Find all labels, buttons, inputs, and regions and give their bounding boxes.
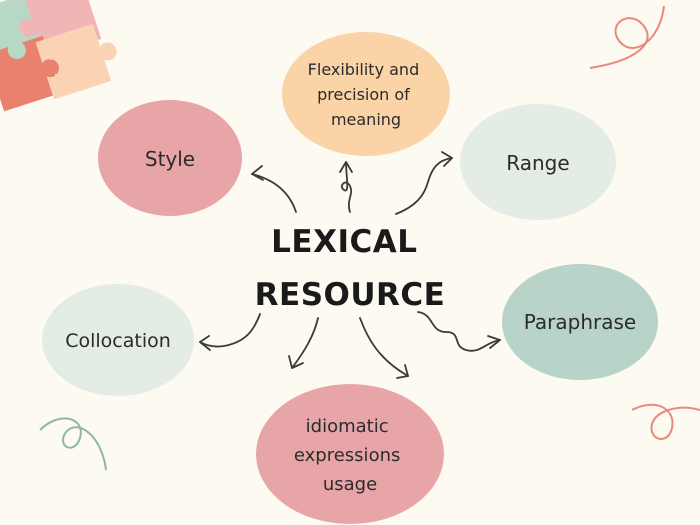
center-title-line-1: LEXICAL <box>271 224 417 260</box>
node-idiomatic-line-1: idiomatic <box>306 416 389 437</box>
node-paraphrase-label: Paraphrase <box>524 310 636 334</box>
arrow-to-flexibility <box>339 161 353 213</box>
arrow-to-collocation <box>199 313 261 351</box>
puzzle-pieces-icon <box>0 0 117 112</box>
node-idiomatic-line-3: usage <box>323 474 377 495</box>
node-flexibility: Flexibility and precision of meaning <box>282 32 450 156</box>
center-title-line-2: RESOURCE <box>255 277 446 313</box>
swirl-bottom-right-icon <box>631 403 700 440</box>
node-idiomatic-label: idiomatic expressions usage <box>294 416 406 495</box>
center-title-text: LEXICAL RESOURCE <box>255 224 446 313</box>
swirl-bottom-left-icon <box>39 417 107 471</box>
node-idiomatic: idiomatic expressions usage <box>256 384 444 524</box>
node-style-line-1: Style <box>145 147 195 171</box>
node-collocation-bubble <box>42 284 194 396</box>
node-range-bubble <box>460 104 616 220</box>
node-collocation-line-1: Collocation <box>65 330 171 352</box>
connector-arrows <box>199 151 501 379</box>
arrow-to-range <box>395 151 453 215</box>
node-flexibility-line-2: precision of <box>317 85 410 104</box>
node-paraphrase-line-1: Paraphrase <box>524 310 636 334</box>
node-style-bubble <box>98 100 242 216</box>
node-flexibility-line-3: meaning <box>331 110 401 129</box>
arrow-to-paraphrase <box>417 311 501 352</box>
puzzle-piece-peach <box>35 23 117 100</box>
center-title: LEXICAL RESOURCE <box>255 224 446 313</box>
node-range-label: Range <box>506 151 569 175</box>
node-flexibility-bubble <box>282 32 450 156</box>
node-flexibility-line-1: Flexibility and <box>308 60 420 79</box>
node-paraphrase-bubble <box>502 264 658 380</box>
swirl-top-right-icon <box>589 5 665 69</box>
node-style-label: Style <box>145 147 195 171</box>
node-range-line-1: Range <box>506 151 569 175</box>
node-style: Style <box>98 100 242 216</box>
node-paraphrase: Paraphrase <box>502 264 658 380</box>
node-idiomatic-line-2: expressions <box>294 445 400 466</box>
arrow-to-style <box>251 165 297 213</box>
node-range: Range <box>460 104 616 220</box>
node-collocation: Collocation <box>42 284 194 396</box>
node-flexibility-label: Flexibility and precision of meaning <box>308 60 425 129</box>
node-idiomatic-bubble <box>256 384 444 524</box>
arrow-to-idiomatic-left <box>288 317 319 369</box>
arrow-to-idiomatic <box>359 317 409 379</box>
node-collocation-label: Collocation <box>65 330 171 352</box>
